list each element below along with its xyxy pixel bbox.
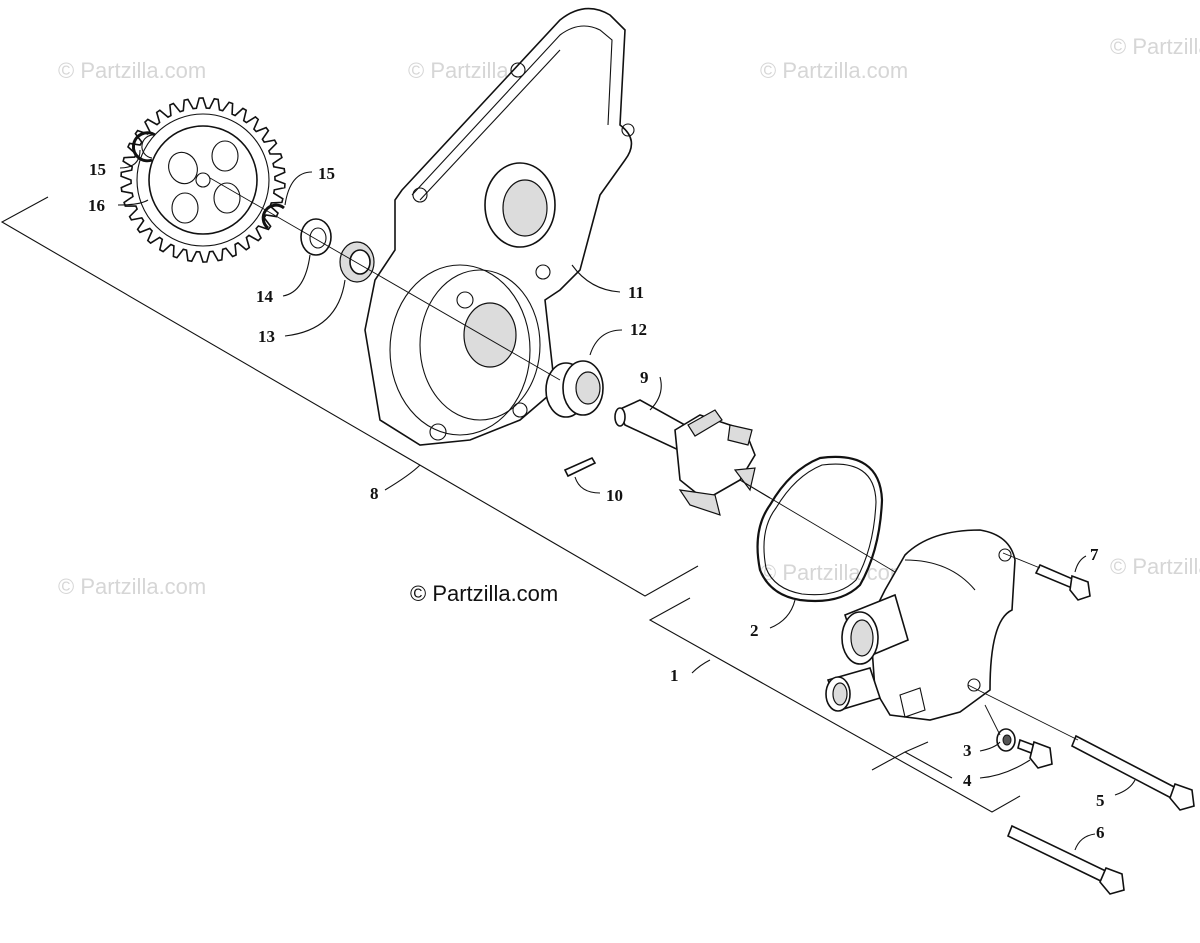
watermark-text: © Partzilla.com — [1110, 554, 1200, 579]
washer — [300, 218, 332, 256]
watermark-text: © Partzilla.com — [1110, 34, 1200, 59]
flange-bolt — [1017, 738, 1053, 769]
watermark-text: © Partzilla.com — [760, 560, 908, 585]
callout-15: 15 — [89, 160, 106, 179]
bolt-long-upper — [1070, 734, 1195, 811]
callout-7: 7 — [1090, 545, 1099, 564]
bolt-long-lower — [1006, 824, 1125, 895]
impeller-shaft — [614, 399, 771, 516]
pump-housing — [825, 529, 1016, 721]
callout-1: 1 — [670, 666, 679, 685]
drive-gear — [120, 97, 286, 263]
callout-6: 6 — [1096, 823, 1105, 842]
centerlines — [209, 177, 1079, 741]
callout-3: 3 — [963, 741, 972, 760]
watermark-text: © Partzilla.com — [58, 58, 206, 83]
watermark-text: © Partzilla.com — [760, 58, 908, 83]
assembly-bracket-1 — [648, 597, 1021, 813]
mechanical-seal — [545, 360, 604, 418]
callout-9: 9 — [640, 368, 649, 387]
callout-12: 12 — [630, 320, 647, 339]
circlip-left — [131, 131, 156, 163]
watermark-text: © Partzilla.com — [58, 574, 206, 599]
assembly-bracket-8 — [0, 196, 699, 597]
callout-2: 2 — [750, 621, 759, 640]
callout-16: 16 — [88, 196, 105, 215]
callout-8: 8 — [370, 484, 379, 503]
copyright-text: © Partzilla.com — [410, 581, 558, 606]
callouts: 15 16 15 14 13 11 12 9 10 8 7 2 1 3 4 5 … — [88, 160, 1105, 842]
callout-5: 5 — [1096, 791, 1105, 810]
gear-rim — [136, 113, 270, 247]
callout-11: 11 — [628, 283, 644, 302]
leader-lines — [117, 149, 1136, 851]
water-pump-cover — [364, 7, 635, 446]
dowel-pin — [563, 456, 597, 478]
callout-14: 14 — [256, 287, 274, 306]
oil-seal — [339, 241, 375, 283]
bolt-short — [1034, 563, 1091, 601]
callout-15: 15 — [318, 164, 335, 183]
callout-13: 13 — [258, 327, 275, 346]
washer-small — [996, 728, 1016, 752]
callout-10: 10 — [606, 486, 623, 505]
o-ring — [756, 455, 884, 603]
callout-4: 4 — [963, 771, 972, 790]
